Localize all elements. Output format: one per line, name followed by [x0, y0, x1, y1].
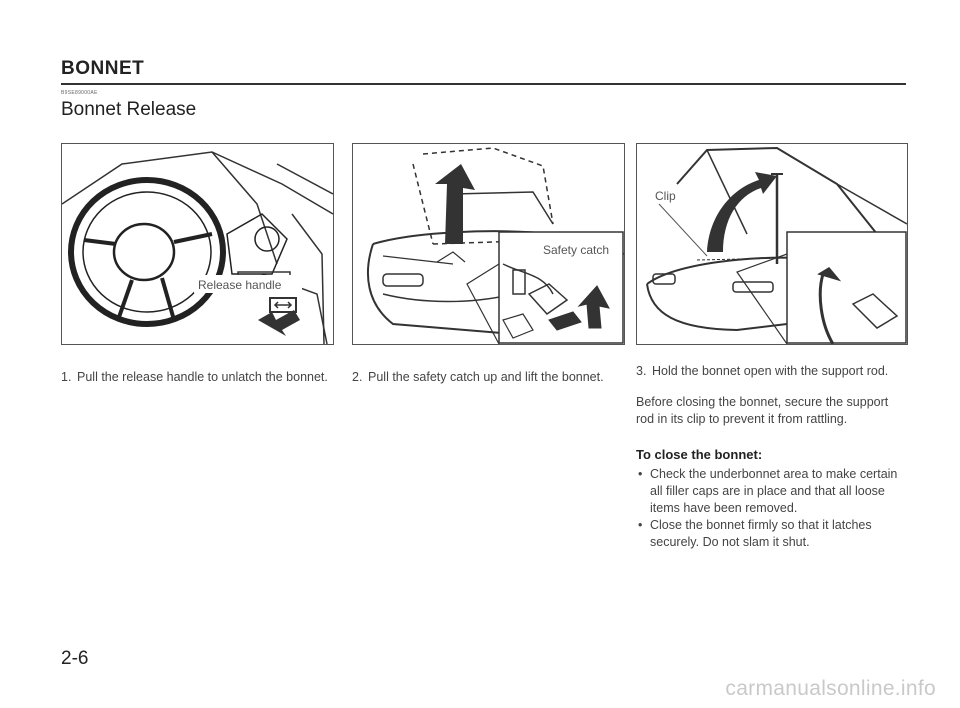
- step-1-text: Pull the release handle to unlatch the b…: [77, 370, 328, 384]
- pull-arrow-icon: [258, 310, 300, 336]
- list-item-text: Check the underbonnet area to make certa…: [650, 467, 898, 515]
- close-bonnet-list: • Check the underbonnet area to make cert…: [636, 466, 908, 551]
- step-1: 1. Pull the release handle to unlatch th…: [61, 369, 333, 386]
- support-rod-note: Before closing the bonnet, secure the su…: [636, 395, 889, 426]
- list-item: • Close the bonnet firmly so that it latc…: [636, 517, 908, 551]
- figure-release-handle: Release handle: [61, 143, 334, 345]
- figure-1-drawing: Release handle: [62, 151, 333, 344]
- steering-wheel-icon: [68, 177, 288, 327]
- figure-safety-catch: Safety catch: [352, 143, 625, 345]
- step-1-column: 1. Pull the release handle to unlatch th…: [61, 369, 333, 386]
- step-1-number: 1.: [61, 370, 72, 384]
- step-2-text: Pull the safety catch up and lift the bo…: [368, 370, 604, 384]
- list-item-text: Close the bonnet firmly so that it latch…: [650, 518, 872, 549]
- curved-arrow-icon: [707, 172, 777, 252]
- bullet-icon: •: [638, 518, 643, 532]
- bullet-icon: •: [638, 467, 643, 481]
- callout-clip: Clip: [655, 189, 676, 203]
- support-rod-icon: [771, 173, 783, 264]
- release-handle-icon: [237, 271, 297, 313]
- header-rule: [61, 83, 906, 85]
- watermark: carmanualsonline.info: [725, 677, 936, 700]
- step-2: 2. Pull the safety catch up and lift the…: [352, 369, 624, 386]
- figure-2-drawing: Safety catch: [366, 147, 624, 344]
- step-3: 3. Hold the bonnet open with the support…: [636, 363, 908, 380]
- callout-release-handle: Release handle: [198, 278, 282, 292]
- list-item: • Check the underbonnet area to make cert…: [636, 466, 908, 517]
- step-3-column: 3. Hold the bonnet open with the support…: [636, 363, 908, 551]
- step-3-text: Hold the bonnet open with the support ro…: [652, 364, 889, 378]
- figure-3-drawing: Clip: [646, 146, 907, 344]
- step-3-number: 3.: [636, 364, 647, 378]
- close-bonnet-title: To close the bonnet:: [636, 447, 763, 462]
- document-code: B9SE89000AE: [61, 90, 98, 96]
- callout-safety-catch: Safety catch: [543, 243, 609, 257]
- section-title: BONNET: [61, 58, 145, 79]
- safety-catch-icon: [502, 263, 610, 339]
- figure-support-rod: Clip: [636, 143, 908, 345]
- step-2-number: 2.: [352, 370, 363, 384]
- step-2-column: 2. Pull the safety catch up and lift the…: [352, 369, 624, 386]
- page-subtitle: Bonnet Release: [61, 99, 197, 120]
- up-arrow-icon: [435, 164, 475, 244]
- page-number: 2-6: [61, 648, 89, 669]
